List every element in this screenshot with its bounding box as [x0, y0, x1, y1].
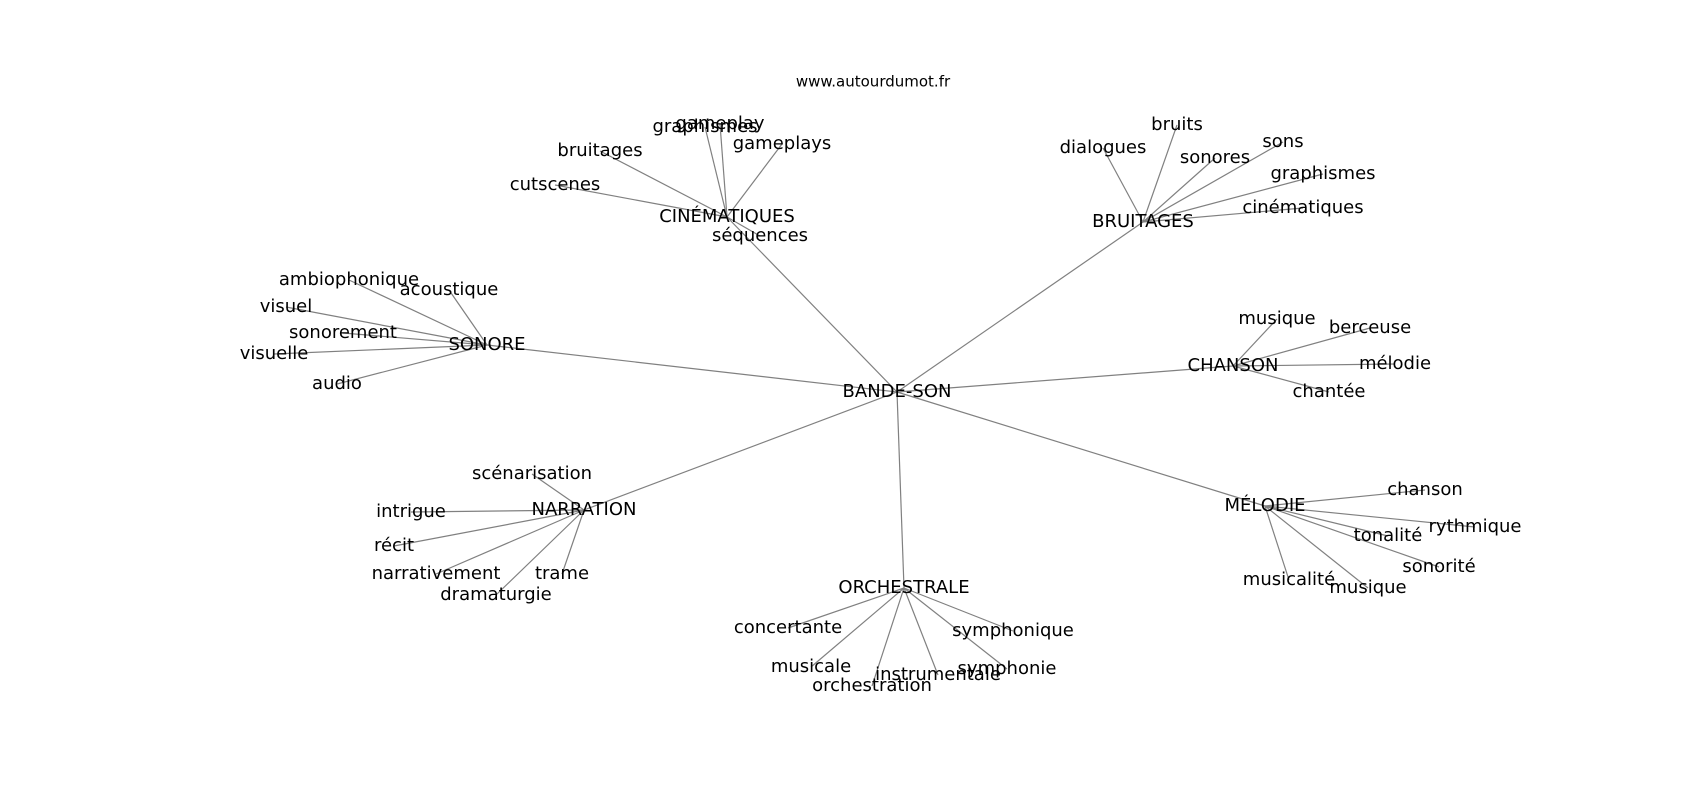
- leaf-node: sonores: [1180, 147, 1250, 168]
- hub-node-melodie: MÉLODIE: [1225, 494, 1306, 516]
- leaf-node: gameplays: [733, 133, 832, 154]
- leaf-node: dramaturgie: [440, 584, 551, 605]
- edge-melodie-leaf: [1264, 489, 1426, 507]
- edge-center-narration: [583, 391, 898, 511]
- edge-chanson-leaf: [1232, 365, 1330, 393]
- leaf-node: intrigue: [376, 501, 446, 522]
- leaf-node: instrumentale: [875, 664, 1001, 685]
- leaf-node: cutscenes: [510, 174, 601, 195]
- edge-narration-leaf: [393, 509, 585, 547]
- leaf-node: séquences: [712, 225, 808, 246]
- edge-orchestrale-leaf: [903, 587, 939, 676]
- leaf-node: visuel: [260, 296, 313, 317]
- edge-center-chanson: [896, 365, 1234, 393]
- edge-narration-leaf: [561, 509, 585, 575]
- edge-sonore-leaf: [448, 289, 488, 346]
- edge-narration-leaf: [531, 473, 585, 511]
- edge-sonore-leaf: [348, 279, 488, 346]
- edge-cinematiques-leaf: [719, 123, 728, 218]
- edge-orchestrale-leaf: [787, 587, 905, 629]
- edge-cinematiques-leaf: [726, 143, 783, 218]
- leaf-node: tonalité: [1354, 525, 1423, 546]
- leaf-node: sons: [1262, 131, 1303, 152]
- leaf-node: gameplay: [675, 113, 765, 134]
- leaf-node: ambiophonique: [279, 269, 419, 290]
- edge-melodie-leaf: [1264, 505, 1476, 528]
- graph-nodes: BANDE-SONCINÉMATIQUESgraphismesgameplayg…: [240, 113, 1522, 696]
- leaf-node: symphonie: [958, 658, 1057, 679]
- edge-cinematiques-leaf: [554, 184, 728, 218]
- leaf-node: berceuse: [1329, 317, 1411, 338]
- graph-edges: [273, 123, 1476, 687]
- leaf-node: graphismes: [652, 116, 757, 137]
- leaf-node: bruitages: [557, 140, 642, 161]
- leaf-node: chanson: [1387, 479, 1463, 500]
- center-node: BANDE-SON: [843, 381, 952, 402]
- leaf-node: dialogues: [1060, 137, 1147, 158]
- leaf-node: audio: [312, 373, 362, 394]
- edge-center-melodie: [896, 391, 1266, 507]
- edge-narration-leaf: [410, 509, 585, 513]
- leaf-node: sonorement: [289, 322, 397, 343]
- edge-center-orchestrale: [896, 391, 905, 589]
- edge-sonore-leaf: [273, 344, 488, 355]
- edge-chanson-leaf: [1232, 318, 1278, 367]
- leaf-node: concertante: [734, 617, 842, 638]
- hub-node-sonore: SONORE: [448, 334, 525, 355]
- edge-orchestrale-leaf: [903, 587, 1008, 670]
- leaf-node: chantée: [1293, 381, 1366, 402]
- edge-cinematiques-leaf: [704, 126, 728, 218]
- leaf-node: visuelle: [240, 343, 309, 364]
- edge-orchestrale-leaf: [903, 587, 1014, 632]
- edge-bruitages-leaf: [1142, 207, 1304, 223]
- source-label: www.autourdumot.fr: [796, 73, 951, 91]
- edge-chanson-leaf: [1232, 327, 1371, 367]
- edge-cinematiques-leaf: [726, 216, 761, 237]
- hub-node-narration: NARRATION: [532, 499, 637, 520]
- leaf-node: bruits: [1151, 114, 1203, 135]
- hub-node-orchestrale: ORCHESTRALE: [838, 577, 969, 598]
- edge-orchestrale-leaf: [871, 587, 905, 687]
- leaf-node: trame: [535, 563, 589, 584]
- edge-bruitages-leaf: [1142, 173, 1324, 223]
- edge-narration-leaf: [435, 509, 585, 575]
- edge-melodie-leaf: [1264, 505, 1290, 581]
- edge-chanson-leaf: [1232, 363, 1396, 367]
- edge-center-bruitages: [896, 221, 1144, 393]
- edge-melodie-leaf: [1264, 505, 1389, 537]
- edge-sonore-leaf: [342, 332, 488, 346]
- leaf-node: sonorité: [1402, 556, 1475, 577]
- leaf-node: scénarisation: [472, 463, 592, 484]
- edge-sonore-leaf: [285, 306, 488, 346]
- edge-melodie-leaf: [1264, 505, 1369, 589]
- edge-orchestrale-leaf: [810, 587, 905, 668]
- edge-cinematiques-leaf: [599, 150, 728, 218]
- edge-bruitages-leaf: [1142, 157, 1216, 223]
- hub-node-cinematiques: CINÉMATIQUES: [659, 205, 795, 227]
- edge-bruitages-leaf: [1142, 124, 1178, 223]
- edge-center-cinematiques: [726, 216, 898, 393]
- leaf-node: cinématiques: [1242, 197, 1363, 218]
- leaf-node: rythmique: [1429, 516, 1522, 537]
- leaf-node: symphonique: [952, 620, 1074, 641]
- leaf-node: acoustique: [400, 279, 499, 300]
- leaf-node: orchestration: [812, 675, 932, 696]
- hub-node-chanson: CHANSON: [1188, 355, 1279, 376]
- leaf-node: récit: [374, 535, 414, 556]
- leaf-node: musicale: [771, 656, 851, 677]
- edge-bruitages-leaf: [1142, 141, 1284, 223]
- leaf-node: musique: [1238, 308, 1315, 329]
- edge-sonore-leaf: [336, 344, 488, 385]
- leaf-node: mélodie: [1359, 353, 1431, 374]
- edge-narration-leaf: [495, 509, 585, 596]
- hub-node-bruitages: BRUITAGES: [1092, 211, 1194, 232]
- edge-center-sonore: [486, 344, 898, 393]
- leaf-node: narrativement: [372, 563, 501, 584]
- leaf-node: musique: [1329, 577, 1406, 598]
- edge-melodie-leaf: [1264, 505, 1440, 568]
- leaf-node: musicalité: [1243, 569, 1335, 590]
- leaf-node: graphismes: [1270, 163, 1375, 184]
- edge-bruitages-leaf: [1102, 147, 1144, 223]
